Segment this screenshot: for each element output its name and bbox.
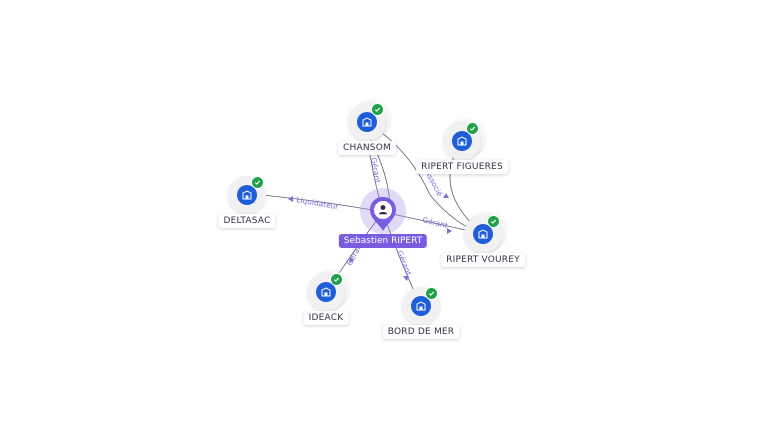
- edge-label-bord-de-mer: Gérant: [395, 249, 413, 276]
- active-check-icon: [466, 122, 479, 135]
- active-check-icon: [251, 176, 264, 189]
- arrow-bord: [403, 276, 409, 281]
- arrow-figueres: [443, 193, 449, 198]
- person-icon: [378, 205, 388, 215]
- active-check-icon: [330, 273, 343, 286]
- building-icon: [452, 131, 472, 151]
- arrow-deltasac: [288, 196, 293, 202]
- company-label: CHANSOM: [338, 141, 396, 155]
- building-icon: [411, 296, 431, 316]
- active-check-icon: [371, 103, 384, 116]
- edge-label-chansom: Gérant: [369, 157, 382, 184]
- location-pin-icon: [370, 197, 396, 231]
- edge-label-ripert-vourey: Gérant: [422, 215, 449, 230]
- person-label: Sebastien RIPERT: [338, 234, 428, 248]
- company-label: IDEACK: [303, 311, 349, 325]
- company-label: RIPERT FIGUERES: [416, 160, 508, 174]
- arrow-ideack: [349, 257, 354, 263]
- active-check-icon: [487, 215, 500, 228]
- building-icon: [237, 185, 257, 205]
- building-icon: [357, 112, 377, 132]
- link-chansom-center-2: [366, 133, 391, 206]
- active-check-icon: [425, 287, 438, 300]
- building-icon: [473, 224, 493, 244]
- edge-label-deltasac: Liquidateur: [296, 195, 340, 211]
- arrow-vourey: [447, 228, 452, 234]
- company-label: RIPERT VOUREY: [441, 253, 525, 267]
- company-label: BORD DE MER: [382, 325, 460, 339]
- company-label: DELTASAC: [218, 214, 276, 228]
- building-icon: [316, 282, 336, 302]
